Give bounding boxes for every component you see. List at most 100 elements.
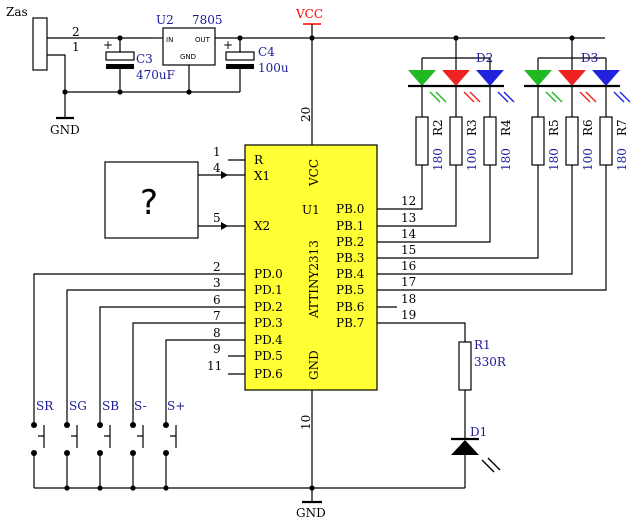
- oscillator-box: [104, 161, 199, 239]
- mcu-pin-pb0-name: PB.0: [336, 202, 364, 216]
- capacitor-c3-ref: C3: [136, 52, 153, 66]
- resistor-r2: [415, 116, 429, 166]
- wire-led-to-resistors: [421, 86, 607, 117]
- resistor-r4: [483, 116, 497, 166]
- mcu-pin-pd0-name: PD.0: [254, 267, 283, 281]
- resistor-r4-value: 180: [499, 148, 513, 171]
- led-d1-emission: [481, 457, 501, 473]
- led-d2-ref: D2: [476, 51, 493, 65]
- capacitor-c4-plus: +: [223, 38, 233, 52]
- resistor-r3-ref: R3: [465, 119, 479, 136]
- mcu-pin-18-number: 18: [401, 292, 416, 306]
- resistor-r5-value: 180: [547, 148, 561, 171]
- wire-r6-pb4: [397, 165, 573, 275]
- wire-d3-anodes: [537, 58, 607, 70]
- mcu-pin-pb7-name: PB.7: [336, 316, 364, 330]
- mcu-pin-11-number: 11: [207, 359, 222, 373]
- resistor-r2-value: 180: [431, 148, 445, 171]
- regulator-gnd-label: GND: [180, 53, 196, 61]
- mcu-pin-4-name: X1: [254, 169, 270, 183]
- mcu-pin-4-number: 4: [213, 161, 221, 175]
- wire-d2-anodes: [421, 58, 491, 70]
- led-d3-red: [558, 70, 586, 86]
- capacitor-c3-plate-negative: [106, 64, 134, 69]
- led-d3-blue: [592, 70, 620, 86]
- oscillator-label: ?: [140, 183, 158, 223]
- resistor-r7-ref: R7: [615, 119, 629, 136]
- wire-pd4-splus: [165, 339, 228, 420]
- mcu-u1-body: [244, 144, 378, 391]
- mcu-pin-12-number: 12: [401, 194, 416, 208]
- led-d3-green: [524, 70, 552, 86]
- wire-pd1-sg: [66, 289, 228, 420]
- mcu-pin-pb5-name: PB.5: [336, 283, 364, 297]
- mcu-pin-pd5-name: PD.5: [254, 349, 283, 363]
- mcu-pin-pb3-name: PB.3: [336, 251, 364, 265]
- connector-pin-2: 2: [72, 25, 80, 39]
- mcu-pin-16-number: 16: [401, 259, 416, 273]
- regulator-out-label: OUT: [195, 36, 211, 44]
- mcu-pin-pd6-name: PD.6: [254, 367, 283, 381]
- wire-pb7-r1: [397, 322, 466, 342]
- capacitor-c4-ref: C4: [258, 45, 275, 59]
- mcu-pin-vcc-number: 20: [299, 107, 313, 122]
- switch-sg-label: SG: [69, 399, 87, 413]
- mcu-pin-5-number: 5: [213, 211, 221, 225]
- gnd-label-bottom: GND: [296, 506, 326, 520]
- connector-pin-1: 1: [72, 40, 80, 54]
- wire-zas-pin1: [47, 54, 66, 118]
- mcu-gnd-label: GND: [307, 350, 321, 380]
- switch-sr-label: SR: [36, 399, 54, 413]
- mcu-pin-pb2-name: PB.2: [336, 235, 364, 249]
- switch-splus-label: S+: [167, 399, 185, 413]
- gnd-label-top: GND: [50, 123, 80, 137]
- connector-name: Zas: [6, 5, 28, 19]
- capacitor-c4-plate-negative: [226, 64, 254, 69]
- capacitor-c3-plate-positive: [105, 51, 135, 61]
- wire-pd0-sr: [33, 273, 228, 420]
- capacitor-c3-value: 470uF: [136, 68, 175, 82]
- led-d1-ref: D1: [470, 425, 487, 439]
- resistor-r1: [458, 341, 472, 391]
- mcu-right-pin-stubs: [377, 208, 397, 324]
- mcu-pin-9-number: 9: [213, 342, 221, 356]
- led-d1: [451, 440, 479, 455]
- junction-dots: [62, 35, 575, 491]
- wire-r4-pb2: [397, 165, 491, 243]
- wire-r2-pb0: [397, 165, 423, 210]
- led-d2-red: [442, 70, 470, 86]
- switch-sg: [64, 420, 78, 488]
- mcu-pin-1-number: 1: [213, 145, 221, 159]
- wire-pd3-sminus: [132, 322, 228, 420]
- switch-sr: [31, 420, 45, 488]
- mcu-pin-pd1-name: PD.1: [254, 283, 283, 297]
- resistor-r6-value: 100: [581, 148, 595, 171]
- mcu-pin-pb6-name: PB.6: [336, 300, 364, 314]
- resistor-r6-ref: R6: [581, 119, 595, 136]
- capacitor-c4-value: 100u: [258, 61, 289, 75]
- vcc-label: VCC: [295, 7, 323, 21]
- led-d2-green: [408, 70, 436, 86]
- mcu-pin-17-number: 17: [401, 275, 416, 289]
- wire-r5-pb3: [397, 165, 539, 259]
- resistor-r2-ref: R2: [431, 119, 445, 136]
- resistor-r1-ref: R1: [474, 338, 491, 352]
- mcu-pin-15-number: 15: [401, 243, 416, 257]
- switch-splus: [163, 420, 177, 488]
- mcu-pin-14-number: 14: [401, 227, 417, 241]
- resistor-r1-value: 330R: [474, 355, 507, 369]
- regulator-u2: [162, 27, 216, 66]
- mcu-pin-5-name: X2: [254, 219, 270, 233]
- mcu-pin-2-number: 2: [213, 260, 221, 274]
- resistor-r5: [531, 116, 545, 166]
- switch-sminus: [130, 420, 144, 488]
- capacitor-c4-plate-positive: [225, 51, 255, 61]
- mcu-pin-pb4-name: PB.4: [336, 267, 365, 281]
- capacitor-c3-plus: +: [103, 38, 113, 52]
- mcu-pin-pd2-name: PD.2: [254, 300, 283, 314]
- mcu-ref: U1: [302, 203, 320, 217]
- oscillator-arrows: [221, 171, 228, 230]
- resistor-r4-ref: R4: [499, 119, 513, 136]
- mcu-pin-13-number: 13: [401, 211, 416, 225]
